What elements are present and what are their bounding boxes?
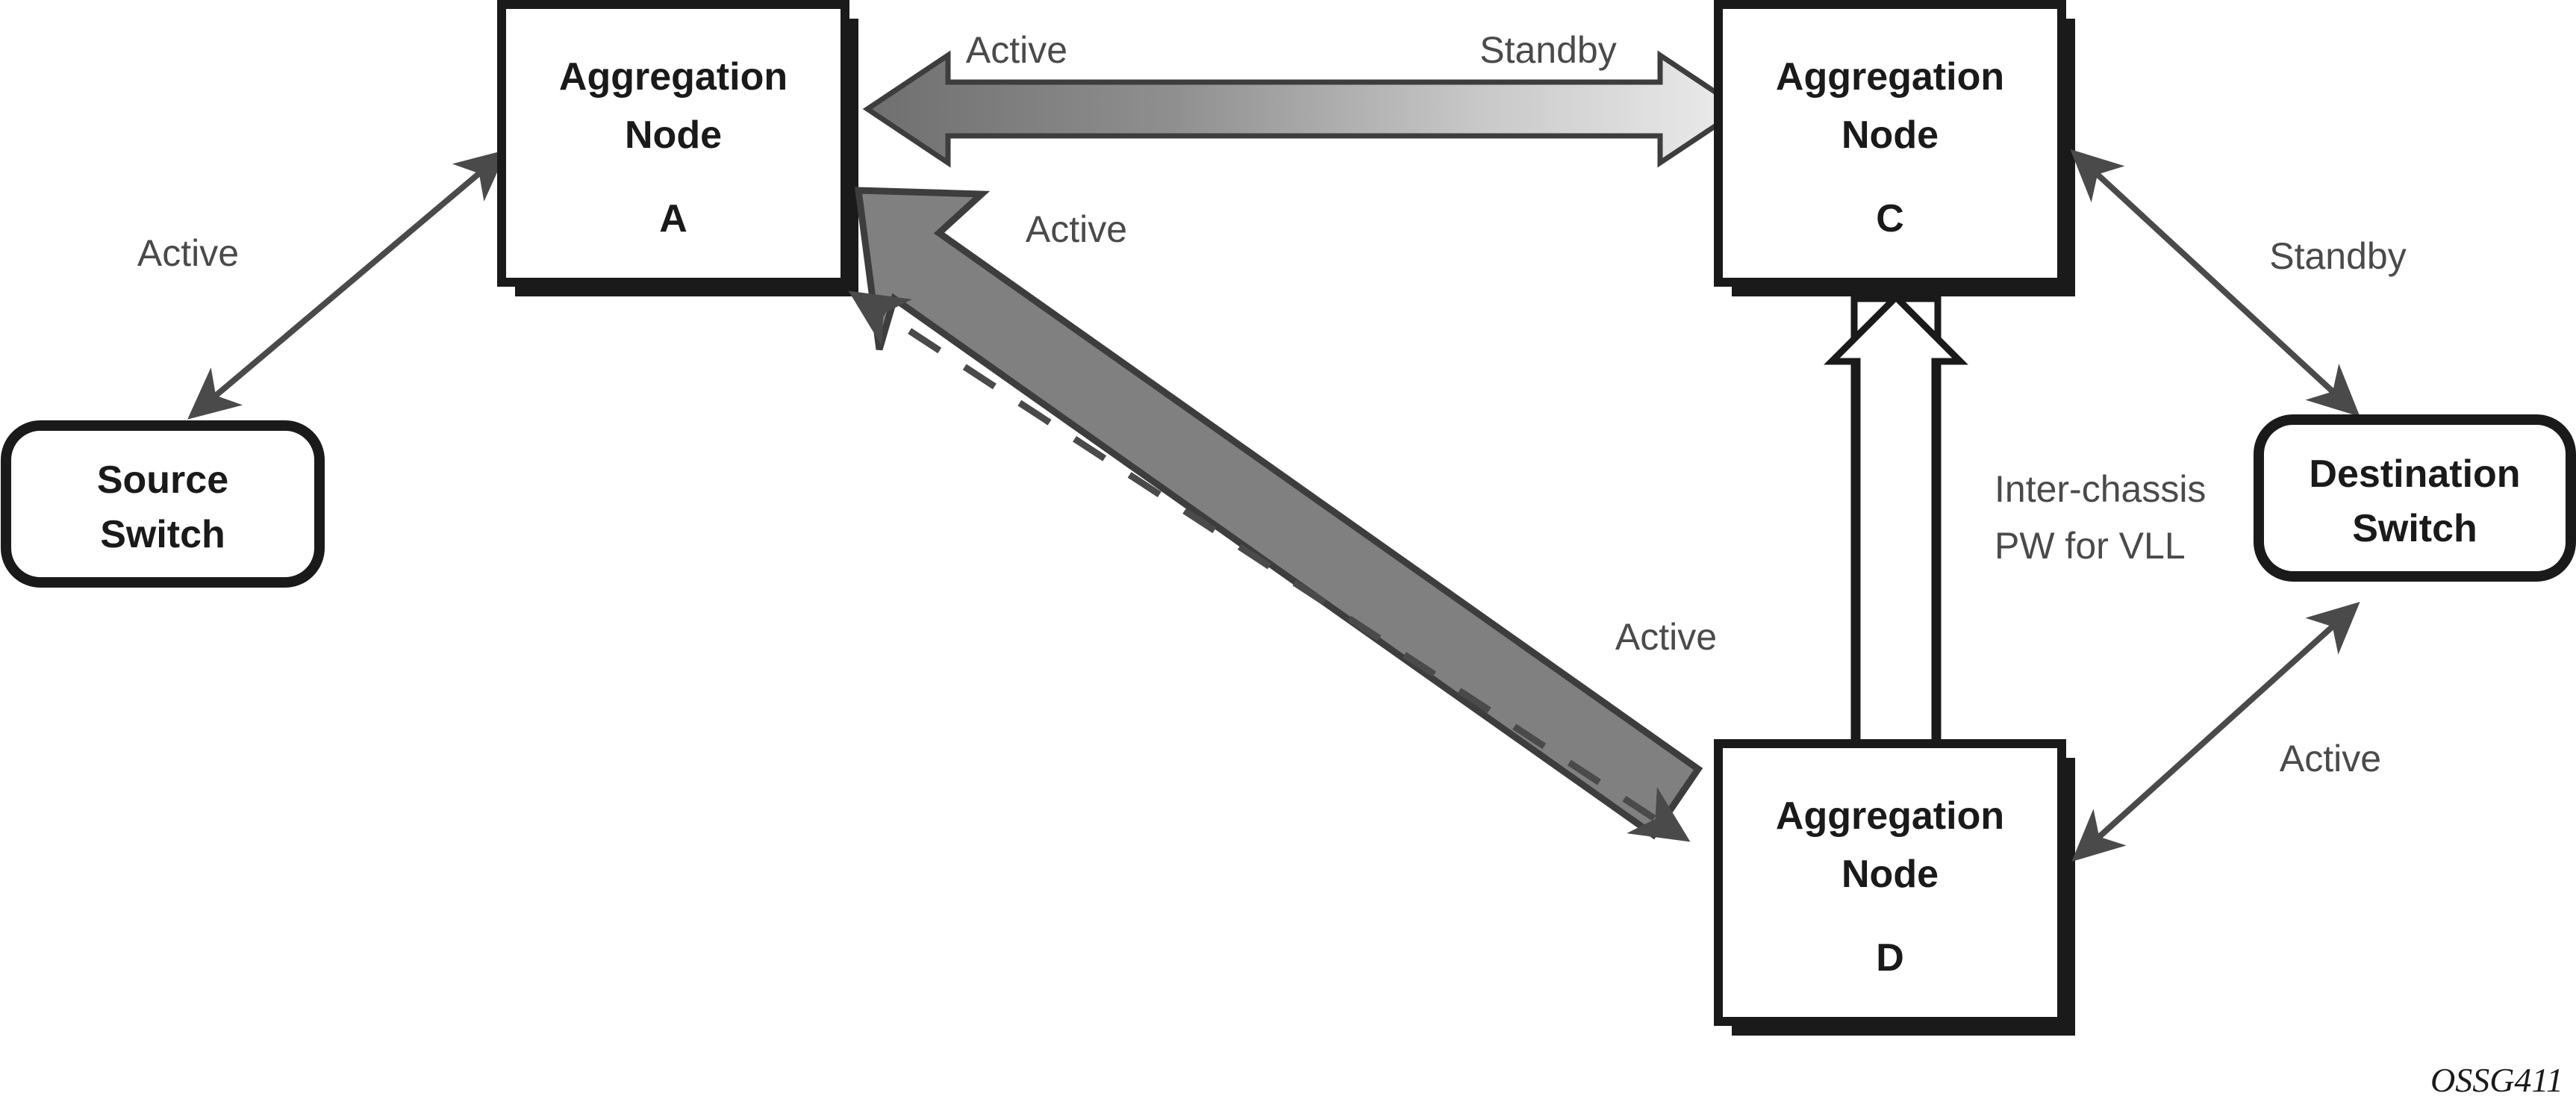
source-switch-label-line1: Source bbox=[97, 458, 228, 502]
source-switch-box bbox=[1, 420, 325, 588]
link-inter-chassis-pw bbox=[1824, 292, 1968, 816]
link-c-to-destination-switch bbox=[2070, 149, 2360, 417]
link-source-switch-to-a bbox=[187, 149, 508, 420]
label-c-to-destination-standby: Standby bbox=[2269, 235, 2406, 277]
node-a-title-line1: Aggregation bbox=[559, 55, 788, 99]
label-inter-chassis-line1: Inter-chassis bbox=[1995, 468, 2206, 510]
destination-switch-box bbox=[2254, 414, 2576, 582]
link-a-c-gradient-arrow bbox=[862, 50, 1746, 168]
node-a-box bbox=[497, 0, 849, 287]
node-aggregation-c[interactable]: Aggregation Node C bbox=[1714, 0, 2066, 287]
label-a-to-c-standby: Standby bbox=[1479, 29, 1616, 71]
link-a-d-dashed bbox=[848, 290, 1691, 842]
node-destination-switch[interactable]: Destination Switch bbox=[2254, 414, 2576, 582]
label-d-to-destination-active: Active bbox=[2280, 738, 2381, 779]
label-inter-chassis-line2: PW for VLL bbox=[1995, 525, 2186, 567]
node-d-box bbox=[1714, 739, 2066, 1026]
figure-id-label: OSSG411 bbox=[2430, 1061, 2563, 1099]
destination-switch-label-line1: Destination bbox=[2309, 452, 2520, 496]
node-c-title-line2: Node bbox=[1841, 113, 1939, 157]
node-d-letter: D bbox=[1876, 936, 1904, 980]
link-d-to-a-thick-arrow bbox=[854, 187, 1703, 840]
node-aggregation-a[interactable]: Aggregation Node A bbox=[497, 0, 849, 287]
node-d-title-line2: Node bbox=[1841, 853, 1939, 896]
node-a-title-line2: Node bbox=[625, 113, 722, 157]
node-a-letter: A bbox=[659, 197, 687, 240]
label-d-to-a-active-upper: Active bbox=[1026, 208, 1127, 250]
link-d-to-destination-switch bbox=[2071, 601, 2360, 862]
destination-switch-label-line2: Switch bbox=[2352, 507, 2477, 550]
node-c-title-line1: Aggregation bbox=[1776, 55, 2004, 99]
source-switch-label-line2: Switch bbox=[100, 513, 225, 556]
label-d-to-a-active-lower: Active bbox=[1615, 616, 1717, 658]
node-source-switch[interactable]: Source Switch bbox=[1, 420, 325, 588]
label-source-to-a: Active bbox=[137, 232, 239, 274]
label-a-to-c-active: Active bbox=[966, 29, 1067, 71]
node-c-box bbox=[1714, 0, 2066, 287]
node-aggregation-d[interactable]: Aggregation Node D bbox=[1714, 739, 2066, 1026]
node-c-letter: C bbox=[1876, 197, 1904, 240]
node-d-title-line1: Aggregation bbox=[1776, 794, 2004, 838]
